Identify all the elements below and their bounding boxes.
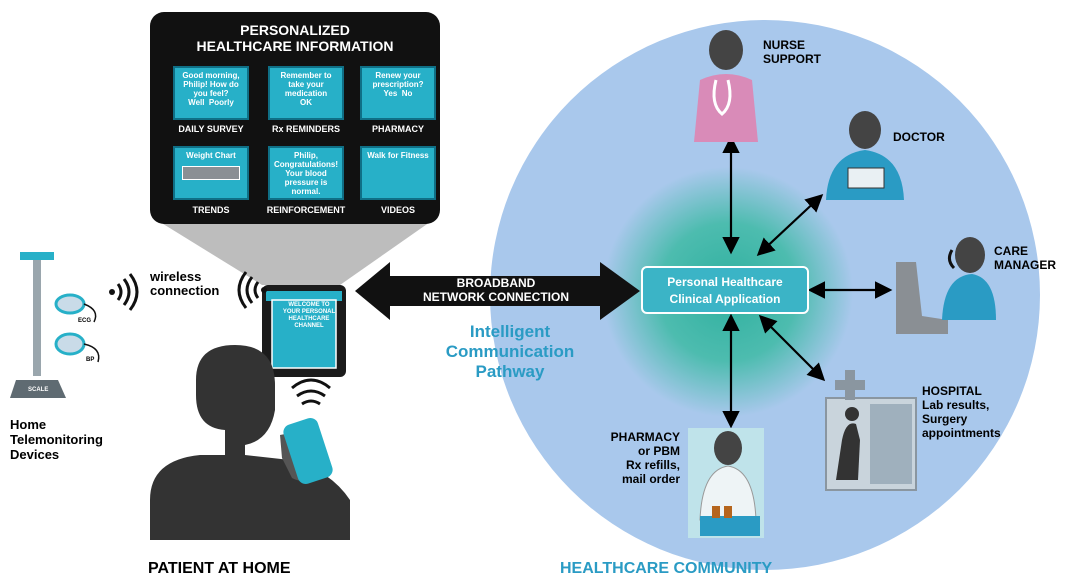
tile-rx-reminders: Remember to take your medication OK: [268, 66, 344, 120]
wireless-label: wireless connection: [150, 270, 219, 298]
tile-text: Good morning, Philip! How do you feel?: [182, 71, 240, 98]
pharmacy-line1: PHARMACY: [610, 430, 680, 444]
arrow-doctor: [756, 193, 824, 257]
care-manager-figure: [896, 237, 996, 334]
arrow-hospital: [758, 314, 826, 382]
hospital-line4: appointments: [922, 426, 1001, 440]
pharmacy-label: PHARMACY or PBM Rx refills, mail order: [580, 430, 680, 486]
tile-daily-survey: Good morning, Philip! How do you feel? W…: [173, 66, 249, 120]
healthcare-community-label: HEALTHCARE COMMUNITY: [560, 560, 773, 577]
tile-label-daily-survey: DAILY SURVEY: [178, 124, 244, 134]
wireless-line2: connection: [150, 283, 220, 298]
panel-title-line2: HEALTHCARE INFORMATION: [196, 38, 394, 54]
pathway-line1: Intelligent: [469, 322, 551, 341]
tile-text: Remember to take your medication: [280, 71, 332, 98]
panel-title: PERSONALIZED HEALTHCARE INFORMATION: [160, 22, 430, 54]
bp-label: BP: [86, 357, 95, 363]
tile-label-reinforcement: REINFORCEMENT: [266, 205, 346, 215]
panel-title-line1: PERSONALIZED: [240, 22, 350, 38]
pharmacy-line3: Rx refills,: [625, 458, 680, 472]
broadband-line2: NETWORK CONNECTION: [423, 290, 569, 304]
nurse-line1: NURSE: [763, 38, 806, 52]
projection-beam: [160, 222, 430, 285]
hospital-label: HOSPITAL Lab results, Surgery appointmen…: [922, 384, 1001, 440]
home-devices-label: Home Telemonitoring Devices: [10, 417, 103, 462]
tile-pharmacy: Renew your prescription? Yes No: [360, 66, 436, 120]
clinical-application-hub: Personal Healthcare Clinical Application: [641, 266, 809, 314]
patient-silhouette: [150, 345, 350, 540]
tile-text: Walk for Fitness: [367, 151, 429, 160]
patient-at-home-label: PATIENT AT HOME: [148, 560, 291, 577]
nurse-line2: SUPPORT: [763, 52, 822, 66]
hospital-figure: [825, 370, 917, 491]
pharmacy-line4: mail order: [621, 472, 680, 486]
tile-label-videos: VIDEOS: [380, 205, 415, 215]
tile-option: Poorly: [208, 98, 234, 107]
tile-videos: Walk for Fitness: [360, 146, 436, 200]
home-devices-line3: Devices: [10, 447, 60, 462]
broadband-label: BROADBAND NETWORK CONNECTION: [392, 276, 600, 304]
nurse-label: NURSE SUPPORT: [763, 38, 821, 66]
weight-chart-bar: [182, 166, 240, 180]
tv-screen-text: WELCOME TO YOUR PERSONAL HEALTHCARE CHAN…: [282, 302, 336, 329]
pathway-label: Intelligent Communication Pathway: [410, 322, 610, 382]
doctor-label: DOCTOR: [893, 130, 945, 144]
pathway-line3: Pathway: [475, 362, 545, 381]
hub-line2: Clinical Application: [669, 292, 781, 306]
pharmacy-line2: or PBM: [638, 444, 680, 458]
nurse-figure: [694, 30, 758, 142]
ecg-label: ECG: [78, 318, 92, 324]
pathway-line2: Communication: [445, 342, 575, 361]
tile-label-trends: TRENDS: [192, 205, 230, 215]
tile-option: Yes: [383, 89, 398, 98]
care-manager-label: CARE MANAGER: [994, 244, 1056, 272]
wireless-waves: [116, 271, 260, 311]
home-devices-line1: Home: [10, 417, 47, 432]
home-devices-line2: Telemonitoring: [10, 432, 103, 447]
doctor-figure: [826, 111, 904, 200]
care-line1: CARE: [994, 244, 1029, 258]
tile-option: Well: [188, 98, 205, 107]
tile-option: No: [401, 89, 413, 98]
care-line2: MANAGER: [994, 258, 1056, 272]
tile-text: Renew your prescription?: [372, 71, 424, 89]
tile-option: OK: [300, 98, 312, 107]
broadband-arrow: [355, 262, 640, 320]
tile-label-rx-reminders: Rx REMINDERS: [271, 124, 340, 134]
broadband-line1: BROADBAND: [456, 276, 536, 290]
pharmacist-figure: [688, 428, 764, 538]
tile-trends: Weight Chart: [173, 146, 249, 200]
scale-label: SCALE: [28, 387, 49, 393]
tile-reinforcement: Philip, Congratulations! Your blood pres…: [268, 146, 344, 200]
hospital-line1: HOSPITAL: [922, 384, 982, 398]
tile-text: Philip, Congratulations! Your blood pres…: [274, 151, 338, 196]
hub-line1: Personal Healthcare: [667, 275, 783, 289]
tile-text: Weight Chart: [186, 151, 236, 160]
hospital-line3: Surgery: [922, 412, 968, 426]
tile-label-pharmacy: PHARMACY: [371, 124, 424, 134]
wireless-line1: wireless: [150, 269, 202, 284]
telemonitoring-devices: [10, 252, 100, 398]
hospital-line2: Lab results,: [922, 398, 990, 412]
